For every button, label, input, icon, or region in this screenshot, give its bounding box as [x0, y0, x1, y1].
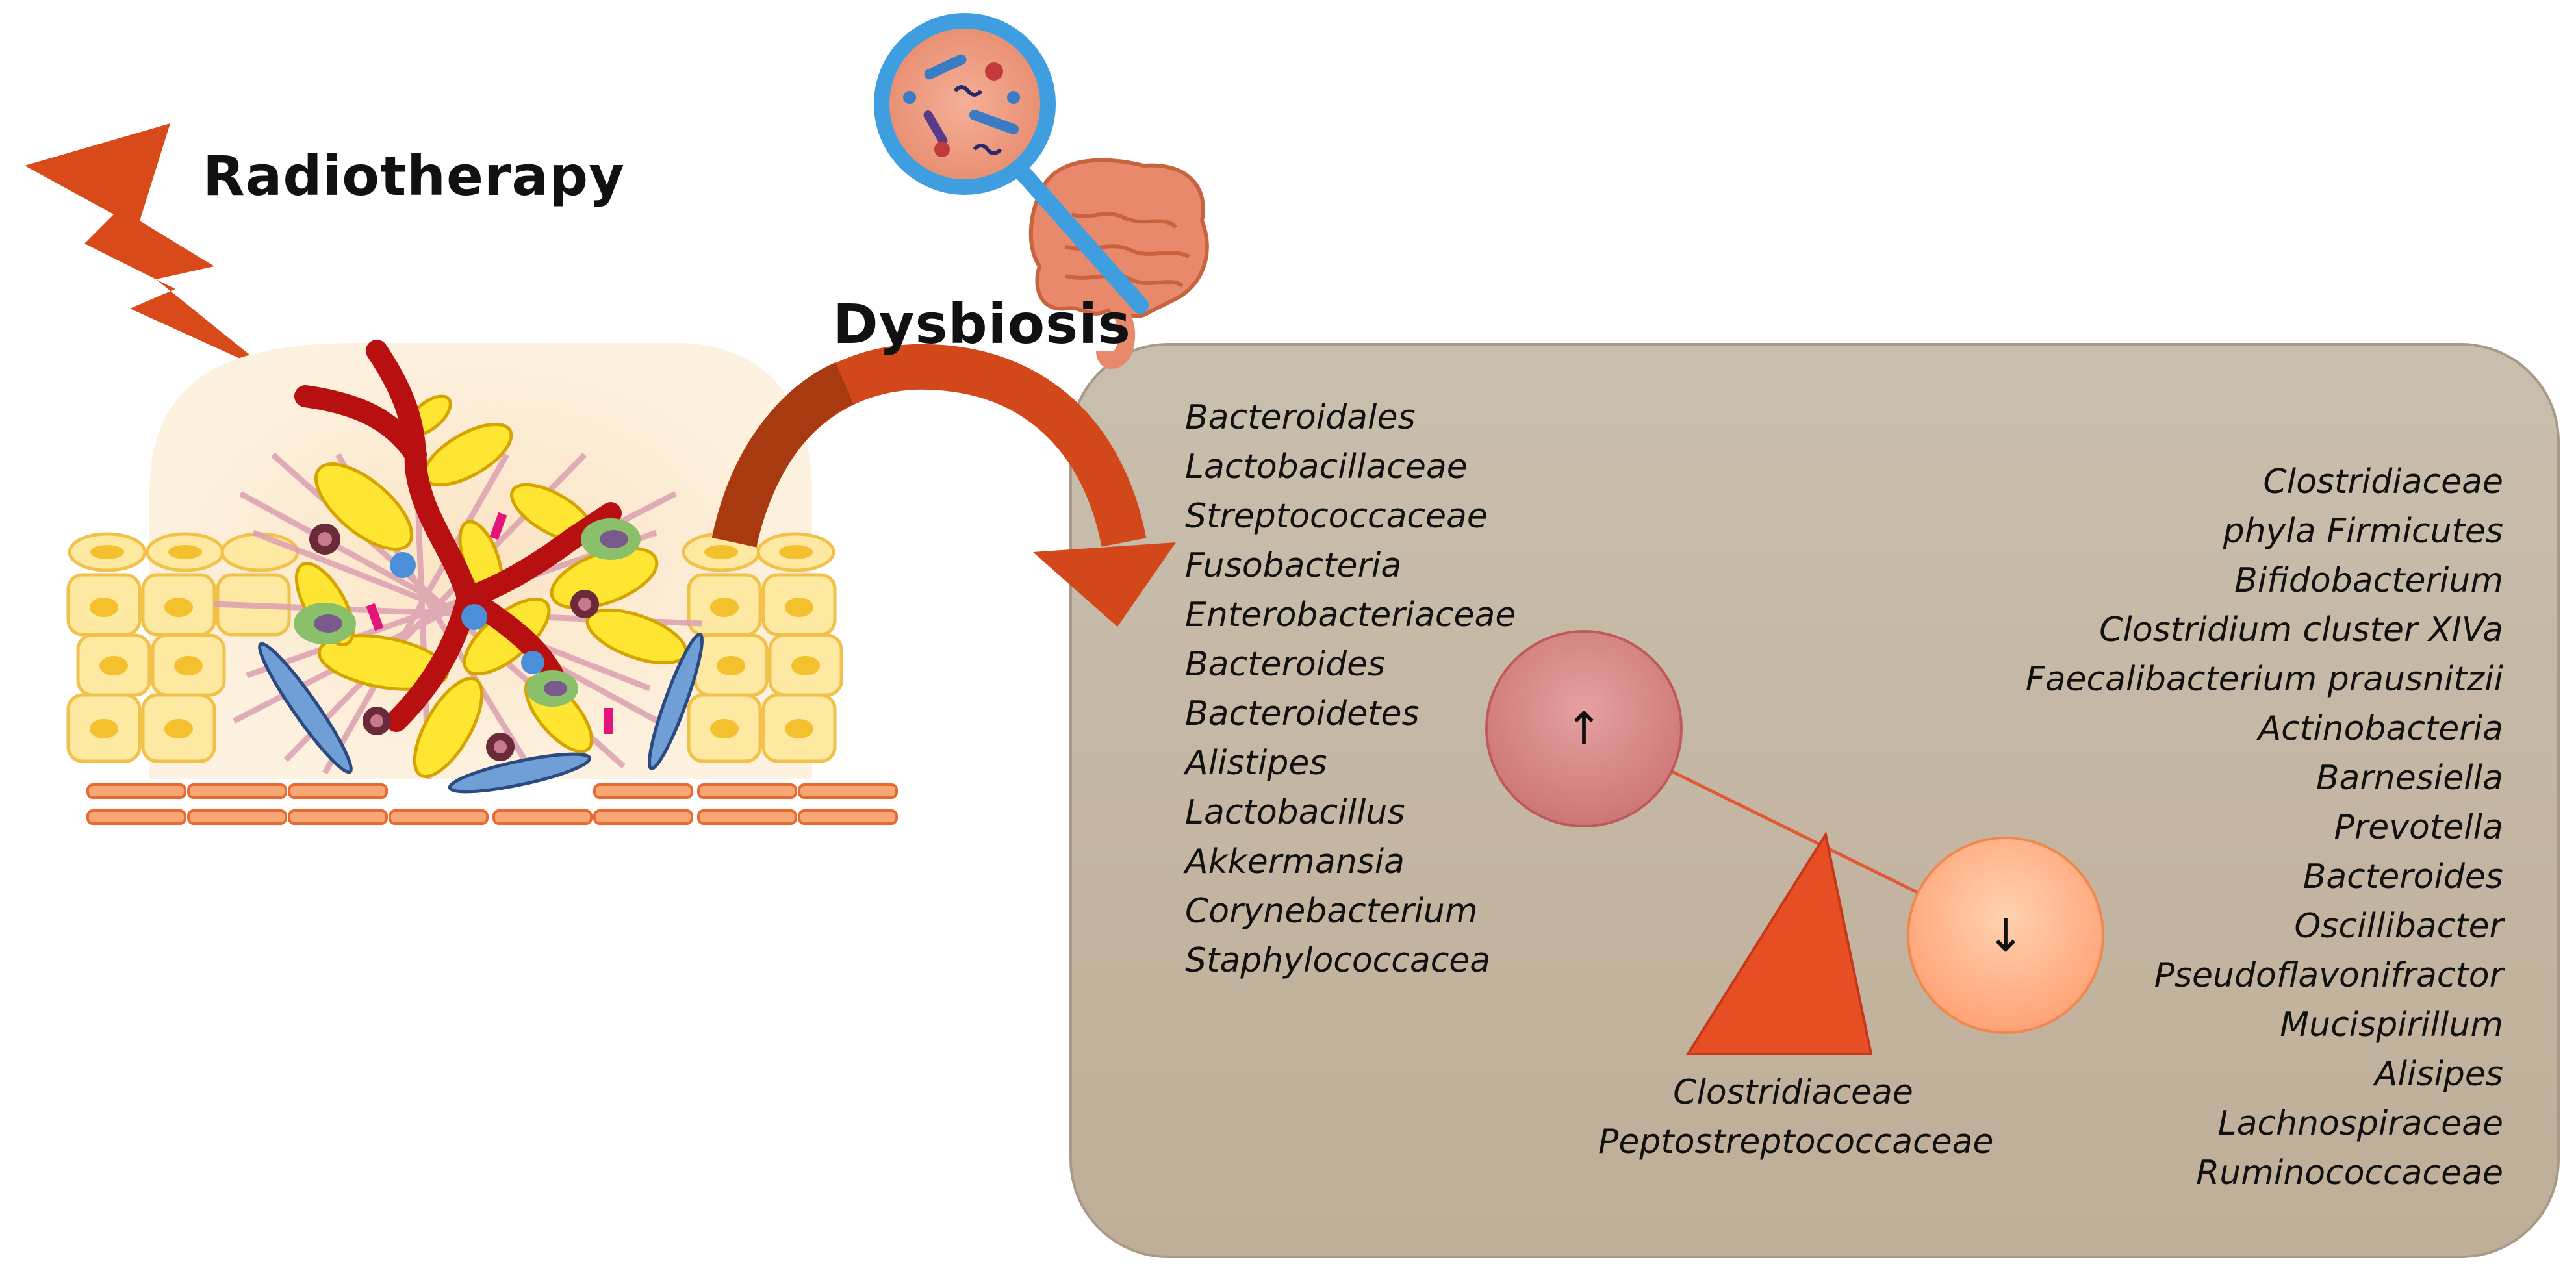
list-item: Staphylococcacea — [1185, 941, 1491, 980]
list-item: Lactobacillus — [1185, 793, 1405, 832]
increase-circle — [1485, 630, 1683, 827]
list-item: Mucispirillum — [2280, 1005, 2503, 1044]
tumor-tissue-illustration — [66, 340, 898, 825]
balance-scale — [1485, 630, 2104, 1055]
tumor-cells — [294, 394, 688, 779]
list-item: Enterobacteriaceae — [1185, 596, 1516, 635]
down-arrow-icon: ↓ — [1986, 909, 2025, 962]
fibroblast-cells — [258, 632, 704, 794]
decreased-taxa-list: Clostridiaceae phyla Firmicutes Bifidoba… — [2026, 457, 2503, 1198]
magnifier-icon — [874, 13, 1149, 314]
list-item: Alisipes — [2374, 1055, 2503, 1094]
list-item: Pseudoflavonifractor — [2154, 956, 2503, 995]
lightning-bolt-icon — [25, 123, 273, 373]
list-item: Bacteroidales — [1185, 398, 1416, 437]
bacteria-icons — [903, 54, 1020, 157]
fulcrum-triangle — [1685, 831, 1873, 1055]
list-item: Faecalibacterium prausnitzii — [2025, 660, 2503, 699]
microbiota-panel — [1069, 343, 2560, 1258]
list-item: Clostridiaceae — [1673, 1073, 1913, 1112]
list-item: Prevotella — [2334, 808, 2503, 847]
list-item: Ruminococcaceae — [2196, 1154, 2503, 1193]
up-arrow-icon: ↑ — [1564, 702, 1603, 755]
list-item: Peptostreptococcaceae — [1598, 1122, 1994, 1161]
decrease-circle — [1907, 837, 2104, 1034]
list-item: Alistipes — [1185, 744, 1327, 783]
basement-layer — [86, 783, 898, 825]
list-item: Lactobacillaceae — [1185, 448, 1468, 486]
list-item: Actinobacteria — [2258, 709, 2503, 748]
list-item: Lachnospiraceae — [2217, 1104, 2503, 1143]
list-item: Corynebacterium — [1185, 892, 1478, 931]
cell-nuclei — [90, 545, 820, 738]
list-item: Fusobacteria — [1185, 546, 1402, 585]
radiotherapy-label: Radiotherapy — [203, 144, 625, 208]
list-item: Barnesiella — [2315, 759, 2503, 798]
intestine-icon — [1028, 158, 1209, 369]
list-item: phyla Firmicutes — [2223, 512, 2503, 551]
list-item: Akkermansia — [1185, 842, 1405, 881]
fulcrum-taxa-list: Clostridiaceae Peptostreptococcaceae — [1598, 1068, 1994, 1167]
immune-cells — [294, 512, 641, 761]
list-item: Streptococcaceae — [1185, 497, 1488, 536]
list-item: Oscillibacter — [2294, 907, 2503, 946]
list-item: Bifidobacterium — [2234, 561, 2503, 600]
list-item: Bacteroidetes — [1185, 694, 1420, 733]
list-item: Bacteroides — [1185, 645, 1386, 684]
list-item: Clostridiaceae — [2263, 462, 2503, 501]
list-item: Clostridium cluster XIVa — [2099, 611, 2503, 650]
list-item: Bacteroides — [2302, 857, 2503, 896]
dysbiosis-label: Dysbiosis — [833, 292, 1131, 356]
curved-arrow — [711, 344, 1176, 627]
increased-taxa-list: Bacteroidales Lactobacillaceae Streptoco… — [1185, 393, 1516, 985]
